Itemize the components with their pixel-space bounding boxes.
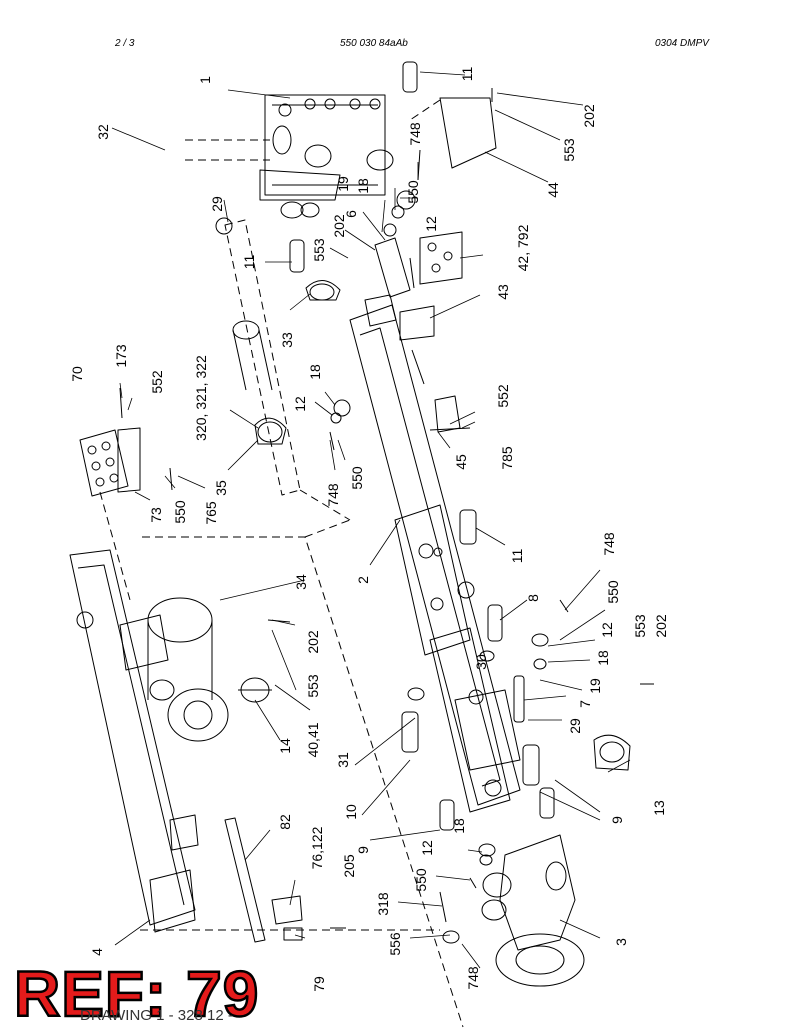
callout-label: 2: [355, 576, 371, 584]
callout-label: 553: [632, 614, 648, 638]
main-beam-part: [349, 294, 521, 813]
callout-label: 550: [605, 580, 621, 604]
callout-label: 31: [335, 752, 351, 768]
pin-parts: [289, 61, 555, 831]
callout-label: 42, 792: [515, 224, 531, 271]
callout-label: 70: [69, 366, 85, 382]
callout-label: 550: [172, 500, 188, 524]
callout-label: 748: [465, 966, 481, 990]
callout-label: 202: [653, 614, 669, 638]
callout-label: 785: [499, 446, 515, 470]
callout-label: 35: [213, 480, 229, 496]
callout-label: 34: [293, 574, 309, 590]
callout-label: 11: [509, 549, 525, 564]
left-frame-part: [69, 549, 199, 933]
callout-label: 550: [405, 180, 421, 204]
callout-label: 12: [292, 396, 308, 412]
callout-label: 44: [545, 182, 561, 198]
callout-label: 12: [423, 216, 439, 232]
callout-label: 553: [561, 138, 577, 162]
callout-label: 18: [595, 650, 611, 666]
drawing-number: DRAWING 1 - 328 12 -: [80, 1007, 233, 1024]
callout-label: 29: [209, 196, 225, 212]
callout-label: 40,41: [305, 722, 321, 757]
callout-label: 765: [203, 501, 219, 525]
cylinder-rod-part: [215, 217, 411, 496]
callout-label: 73: [148, 507, 164, 523]
callout-label: 33: [279, 332, 295, 348]
callout-label: 45: [453, 454, 469, 470]
header-document-number: 550 030 84aAb: [340, 38, 408, 49]
callout-label: 9: [609, 816, 625, 824]
callout-label: 10: [343, 804, 359, 820]
callout-label: 18: [355, 178, 371, 194]
callout-label: 553: [305, 674, 321, 698]
callout-label: 32: [95, 124, 111, 140]
callout-label: 556: [387, 932, 403, 956]
top-housing-part: [259, 94, 394, 219]
callout-label: 202: [331, 214, 347, 238]
header-page-number: 2 / 3: [115, 38, 135, 49]
callout-label: 320, 321, 322: [193, 355, 209, 441]
callout-label: 18: [451, 818, 467, 834]
callout-label: 12: [599, 622, 615, 638]
callout-label: 550: [413, 868, 429, 892]
callout-label: 3: [613, 938, 629, 946]
callout-label: 552: [495, 384, 511, 408]
clamp-parts: [238, 280, 631, 771]
callout-label: 318: [375, 892, 391, 916]
bottom-hub-part: [481, 834, 585, 987]
callout-label: 202: [305, 630, 321, 654]
callout-label: 14: [277, 738, 293, 754]
bracket-part: [224, 817, 303, 943]
callout-label: 11: [241, 255, 257, 270]
callout-label: 8: [525, 594, 541, 602]
valve-block-parts: [79, 97, 497, 497]
leader-lines: [111, 71, 631, 969]
callout-label: 4: [89, 948, 105, 956]
callout-label: 76,122: [309, 826, 325, 869]
callout-label: 11: [459, 67, 475, 82]
bolt-parts: [119, 88, 654, 929]
callout-label: 19: [587, 678, 603, 694]
callout-label: 79: [311, 976, 327, 992]
callout-label: 12: [419, 840, 435, 856]
reference-badge: REF: 79: [13, 958, 260, 1030]
callout-label: 748: [407, 122, 423, 146]
callout-label: 202: [581, 104, 597, 128]
callout-label: 9: [355, 846, 371, 854]
callout-label: 552: [149, 370, 165, 394]
callout-label: 748: [325, 483, 341, 507]
callout-label: 1: [197, 76, 213, 84]
callout-label: 173: [113, 344, 129, 368]
callout-label: 550: [349, 466, 365, 490]
callout-label: 205: [341, 854, 357, 878]
callout-label: 43: [495, 284, 511, 300]
callout-label: 30: [473, 654, 489, 670]
callout-label: 6: [343, 210, 359, 218]
callout-label: 748: [601, 532, 617, 556]
callout-label: 19: [335, 176, 351, 192]
assembly-dashed-lines: [99, 99, 464, 1028]
callout-label: 29: [567, 718, 583, 734]
header-revision-code: 0304 DMPV: [655, 38, 709, 49]
callout-label: 13: [651, 800, 667, 816]
callout-label: 18: [307, 364, 323, 380]
callout-label: 82: [277, 814, 293, 830]
callout-label: 7: [577, 700, 593, 708]
washer-parts: [330, 190, 549, 944]
callout-label: 553: [311, 238, 327, 262]
gearbox-assembly: [119, 597, 229, 742]
